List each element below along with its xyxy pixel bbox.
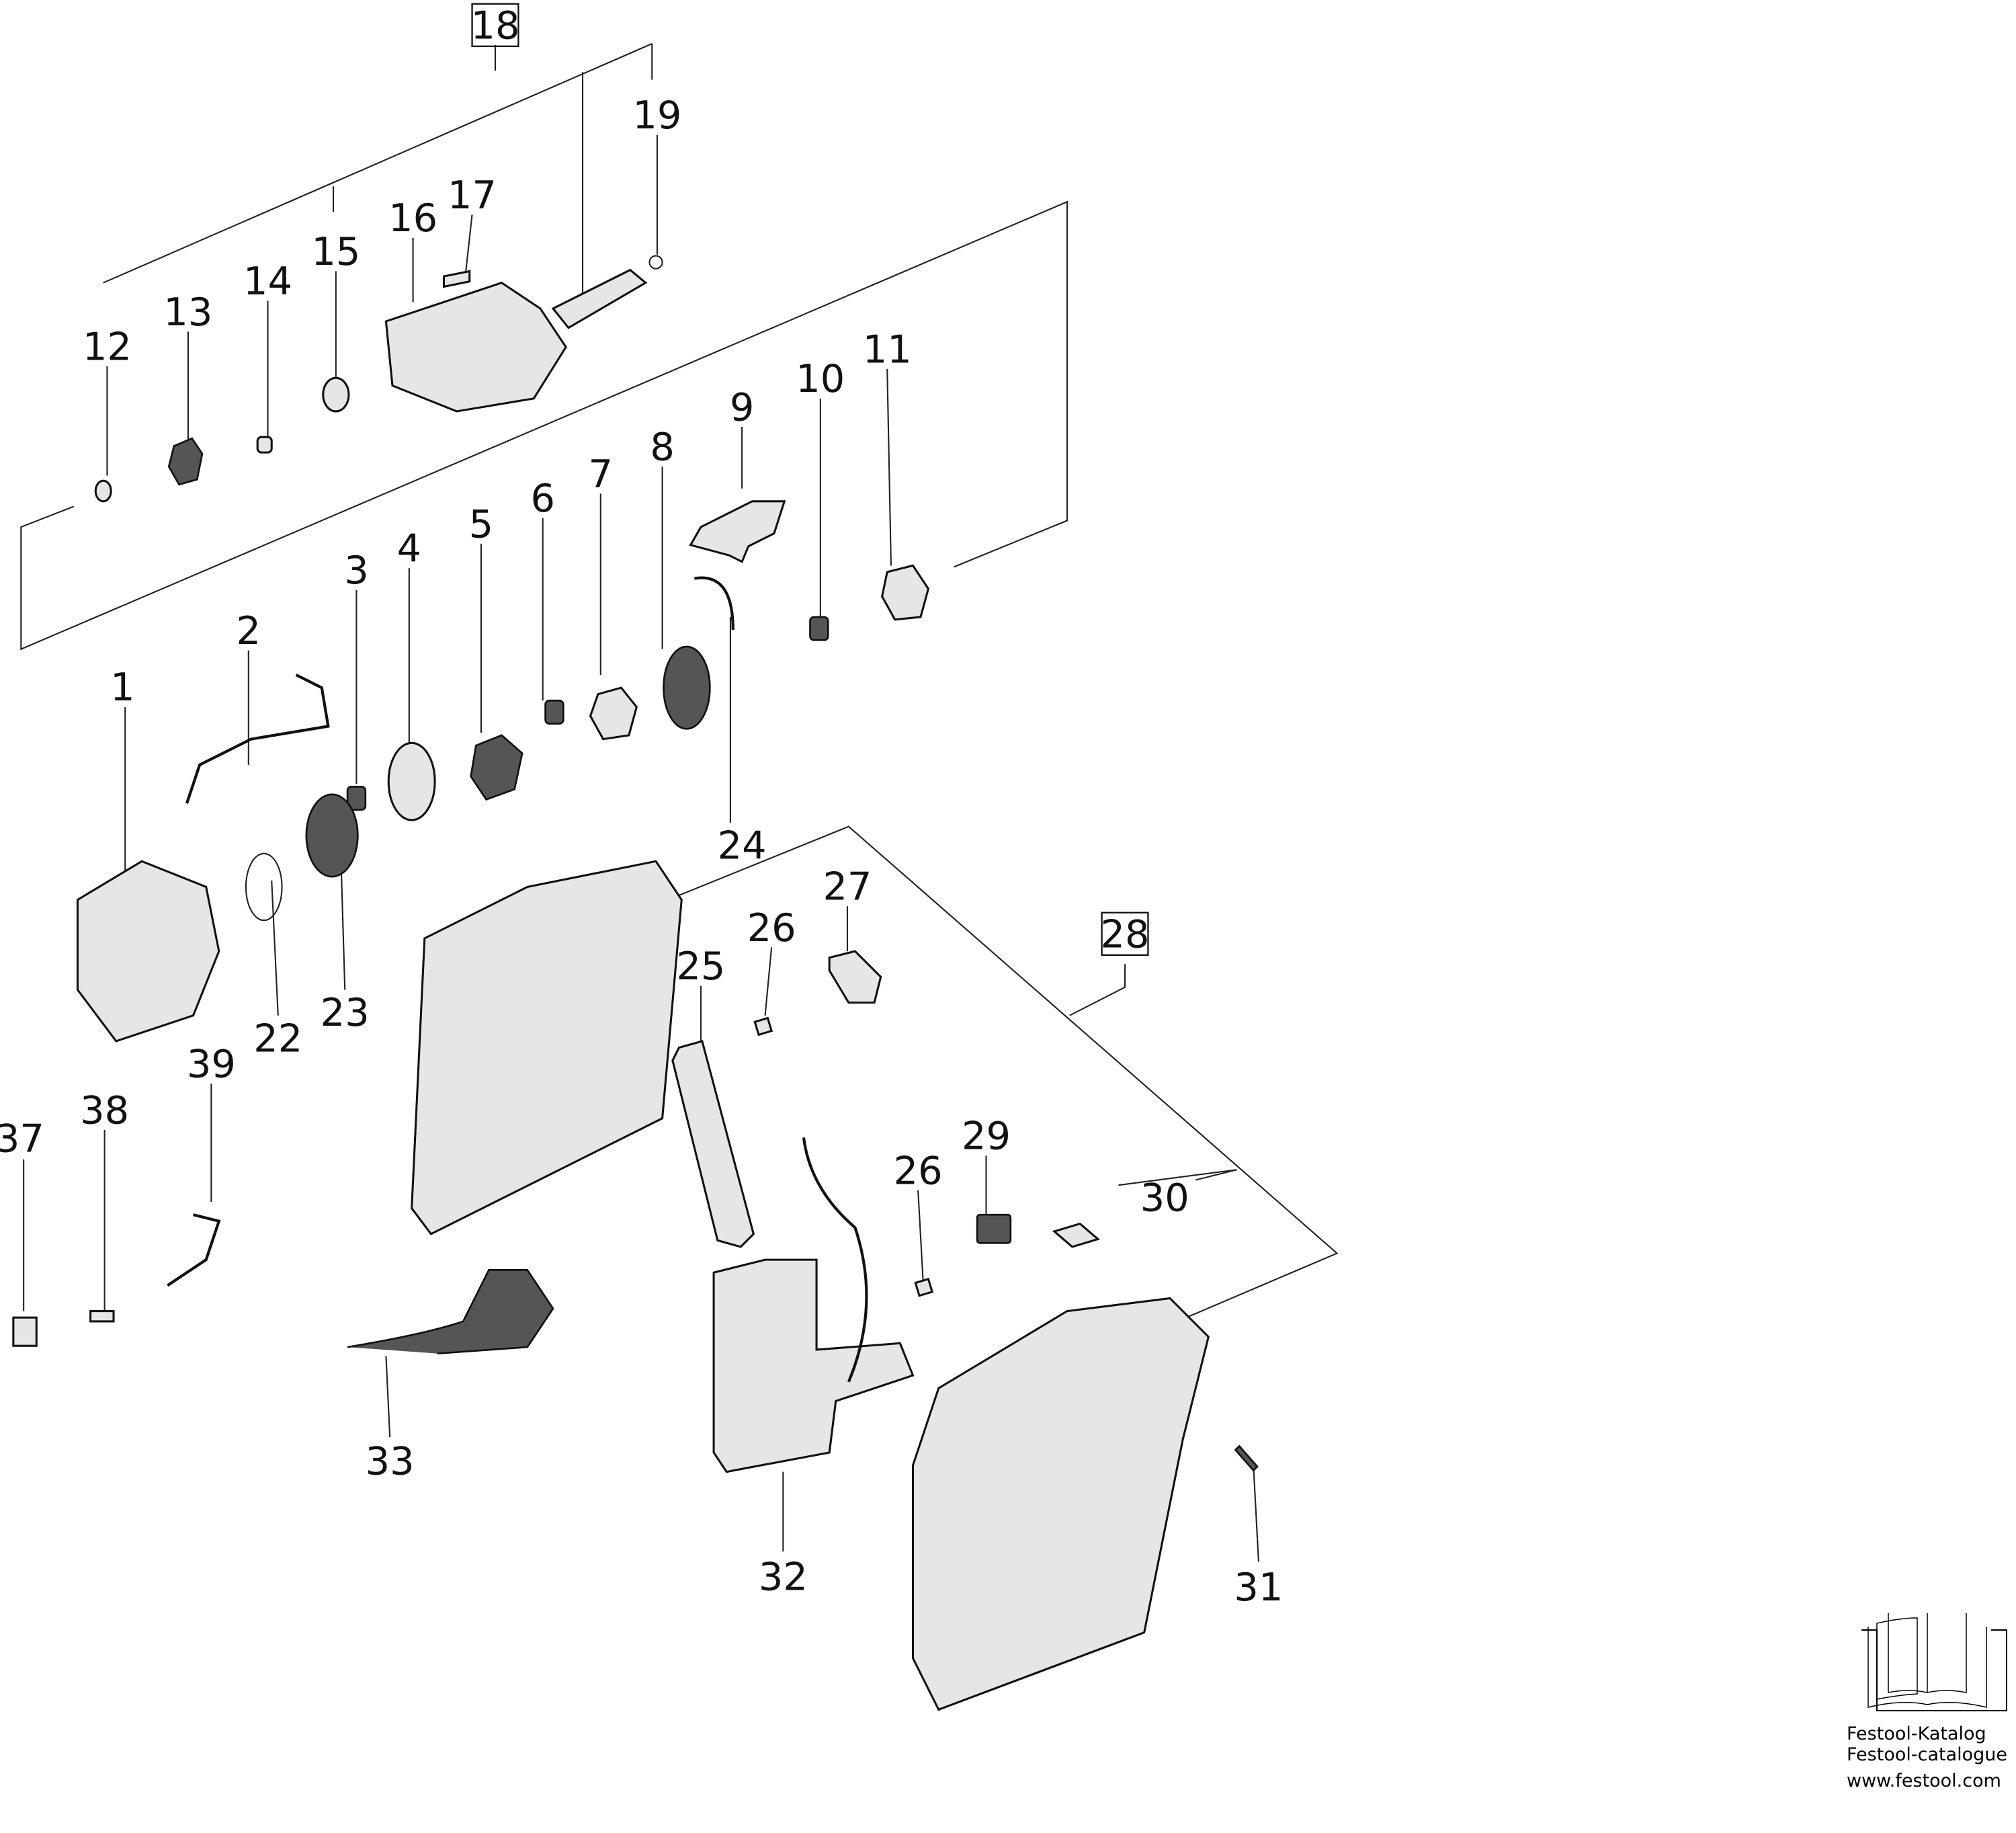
callout-17: 17 — [448, 173, 497, 218]
callout-37: 37 — [0, 1116, 44, 1161]
logo-line-catalogue: Festool-catalogue — [1847, 1744, 2008, 1765]
part-15-washer — [322, 376, 350, 413]
callout-28: 28 — [1101, 911, 1150, 956]
callout-25: 25 — [676, 944, 725, 989]
part-26-clip-b — [914, 1277, 934, 1297]
callout-31: 31 — [1234, 1565, 1283, 1610]
callout-23: 23 — [321, 990, 370, 1035]
callout-4: 4 — [397, 526, 422, 571]
callout-38: 38 — [80, 1088, 129, 1133]
part-29-switch — [976, 1213, 1012, 1244]
callout-8: 8 — [650, 425, 674, 470]
callout-22: 22 — [253, 1016, 302, 1061]
part-26-clip — [753, 1016, 773, 1036]
callout-9: 9 — [730, 384, 755, 430]
part-19-ring — [648, 255, 663, 270]
callout-33: 33 — [366, 1438, 415, 1483]
callout-24: 24 — [718, 823, 767, 868]
part-23-housing-ring — [305, 793, 359, 878]
part-39-cable — [167, 1213, 221, 1287]
callout-12: 12 — [83, 324, 132, 369]
callout-10: 10 — [796, 356, 845, 401]
part-33-sensor-board — [347, 1269, 554, 1355]
part-5-gear — [470, 734, 523, 801]
callout-box-28 — [1101, 911, 1149, 956]
group-lines — [20, 43, 1339, 1562]
part-11-planet-carrier — [880, 564, 930, 621]
part-8-ring-gear — [663, 645, 711, 730]
part-25-housing-half-left — [411, 860, 683, 1235]
callout-14: 14 — [243, 259, 292, 304]
logo-url[interactable]: www.festool.com — [1847, 1770, 2001, 1791]
part-25-cover — [671, 1040, 755, 1248]
logo-line-katalog: Festool-Katalog — [1847, 1723, 1986, 1744]
festool-catalog-logo: Festool-Katalog Festool-catalogue www.fe… — [1847, 1610, 2016, 1791]
callout-15: 15 — [311, 229, 360, 274]
open-book-icon — [1861, 1610, 2007, 1711]
callout-16: 16 — [388, 196, 437, 241]
part-31-screw — [1234, 1444, 1259, 1472]
part-32-wires — [802, 1137, 868, 1383]
part-6-bearing — [544, 699, 564, 725]
part-14-pin — [256, 436, 273, 454]
callout-26: 26 — [894, 1148, 943, 1193]
part-3-bearing — [346, 786, 367, 811]
part-30-housing-half-right — [911, 1297, 1210, 1711]
callout-2: 2 — [237, 608, 261, 653]
part-2-cable — [185, 674, 330, 804]
part-32-electronics — [712, 1258, 915, 1473]
part-27-button — [828, 950, 882, 1004]
callout-30: 30 — [1140, 1175, 1189, 1220]
part-22-o-ring — [245, 852, 283, 922]
callout-box-18 — [471, 3, 519, 47]
callout-32: 32 — [759, 1555, 808, 1600]
part-16-gear-housing — [384, 282, 567, 413]
part-13-gear — [167, 437, 204, 486]
part-17-clip — [442, 270, 471, 288]
part-7-planet-carrier — [589, 686, 638, 741]
callout-13: 13 — [163, 290, 212, 335]
callout-1: 1 — [110, 665, 135, 710]
callout-11: 11 — [863, 327, 912, 372]
part-24-spring — [694, 576, 734, 630]
callout-19: 19 — [632, 93, 681, 138]
callout-27: 27 — [823, 864, 872, 909]
callout-7: 7 — [589, 452, 614, 497]
part-19-spindle — [551, 268, 648, 329]
parts — [12, 255, 1259, 1711]
callout-29: 29 — [962, 1114, 1011, 1159]
callout-26: 26 — [747, 905, 796, 950]
part-9-switch-slider — [689, 500, 786, 563]
part-4-plate — [387, 741, 436, 821]
callout-39: 39 — [187, 1042, 236, 1087]
callout-3: 3 — [344, 548, 369, 593]
part-37-label — [12, 1316, 38, 1347]
part-10-bearing — [809, 616, 829, 641]
part-1-motor — [76, 860, 220, 1043]
callout-6: 6 — [530, 476, 555, 521]
part-12-ring — [94, 479, 112, 503]
part-30-label — [1052, 1222, 1100, 1248]
part-38-clip — [89, 1310, 115, 1323]
callout-5: 5 — [469, 501, 494, 546]
callout-18: 18 — [470, 3, 519, 48]
